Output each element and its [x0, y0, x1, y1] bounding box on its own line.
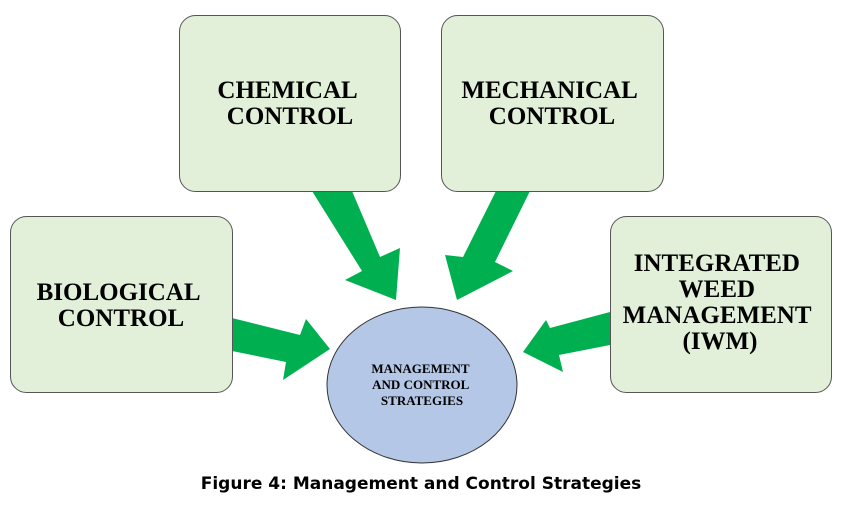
arrow-biological-to-center	[232, 318, 330, 380]
mechanical-control-box	[441, 15, 664, 192]
iwm-box	[610, 216, 832, 393]
figure-caption: Figure 4: Management and Control Strateg…	[200, 474, 642, 494]
mechanical-control-label: MECHANICAL CONTROL	[461, 77, 642, 130]
arrow-mechanical-to-center	[445, 191, 530, 300]
biological-control-label: BIOLOGICAL CONTROL	[37, 279, 206, 332]
biological-control-box	[10, 216, 233, 393]
center-ellipse	[326, 306, 518, 464]
chemical-control-label: CHEMICAL CONTROL	[217, 77, 362, 130]
iwm-label: INTEGRATED WEED MANAGEMENT (IWM)	[623, 250, 818, 355]
arrow-iwm-to-center	[523, 312, 610, 372]
chemical-control-box	[179, 15, 401, 192]
arrow-chemical-to-center	[312, 191, 400, 300]
center-label: MANAGEMENT AND CONTROL STRATEGIES	[371, 361, 472, 408]
